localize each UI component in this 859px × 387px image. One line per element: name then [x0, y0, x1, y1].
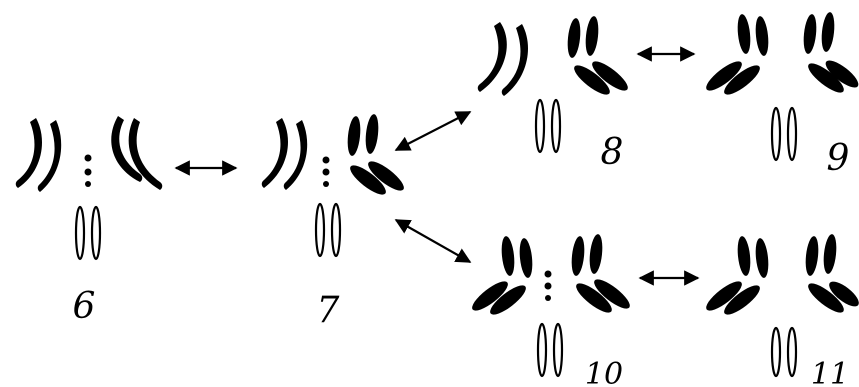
fig10-left-upper-2 — [518, 237, 534, 278]
fig7-stem-right — [332, 204, 340, 256]
fig9-stem-left — [772, 108, 780, 160]
fig7-hinge-dot-1 — [323, 157, 330, 164]
fig9-right-upper-1 — [802, 13, 818, 54]
fig8-stem-right — [552, 100, 560, 152]
figure-9: 9 — [702, 11, 859, 179]
fig11-right-upper-2 — [822, 233, 838, 274]
fig11-left-upper-1 — [736, 235, 752, 276]
fig6-hinge-dot-3 — [85, 181, 91, 187]
arrow-7-10 — [396, 220, 470, 262]
fig10-stem-left — [538, 324, 546, 376]
fig11-stem-left — [772, 328, 780, 376]
fig6-label: 6 — [73, 286, 96, 327]
fig9-left-upper-1 — [736, 13, 752, 54]
fig7-left-arm-2 — [284, 120, 307, 190]
fig7-right-upper-2 — [364, 113, 380, 154]
figure-6: 6 — [16, 116, 163, 327]
fig9-label: 9 — [827, 138, 850, 179]
fig8-stem-left — [536, 100, 544, 152]
fig9-stem-right — [788, 108, 796, 160]
fig6-hinge-dot-1 — [85, 155, 92, 162]
arrow-7-8 — [396, 112, 470, 150]
fig10-hinge-dot-2 — [545, 283, 552, 290]
fig7-hinge-dot-2 — [323, 169, 330, 176]
fig8-left-arm-1 — [478, 22, 507, 92]
fig11-label: 11 — [811, 357, 849, 387]
fig7-stem-left — [316, 204, 324, 256]
fig10-right-upper-2 — [588, 233, 604, 274]
fig7-label: 7 — [317, 290, 340, 331]
fig10-hinge-dot-3 — [545, 295, 551, 301]
fig6-right-arm-2 — [129, 118, 163, 190]
figure-7: 7 — [262, 113, 408, 331]
fig10-right-upper-1 — [570, 235, 586, 276]
fig10-hinge-dot-1 — [545, 271, 552, 278]
fig11-stem-right — [788, 328, 796, 376]
fig9-right-upper-2 — [820, 11, 836, 52]
fig8-right-upper-1 — [566, 17, 582, 58]
fig10-left-upper-1 — [500, 235, 516, 276]
fig6-left-arm-2 — [38, 120, 61, 192]
fig11-right-upper-1 — [804, 235, 820, 276]
fig9-left-upper-2 — [754, 15, 770, 56]
fig6-stem-right — [92, 207, 100, 259]
fig11-left-upper-2 — [754, 237, 770, 278]
figure-11: 11 — [702, 233, 859, 387]
figure-8: 8 — [478, 15, 632, 173]
fig6-left-arm-1 — [16, 118, 42, 188]
fig7-left-arm-1 — [262, 118, 288, 188]
fig8-right-upper-2 — [584, 15, 600, 56]
fig10-stem-right — [554, 324, 562, 376]
fig7-hinge-dot-3 — [323, 181, 329, 187]
figure-10: 10 — [468, 233, 633, 387]
fig6-hinge-dot-2 — [85, 169, 92, 176]
fig6-stem-left — [76, 207, 84, 259]
fig10-label: 10 — [585, 357, 623, 387]
fig7-right-upper-1 — [346, 115, 362, 156]
fig8-label: 8 — [601, 132, 624, 173]
